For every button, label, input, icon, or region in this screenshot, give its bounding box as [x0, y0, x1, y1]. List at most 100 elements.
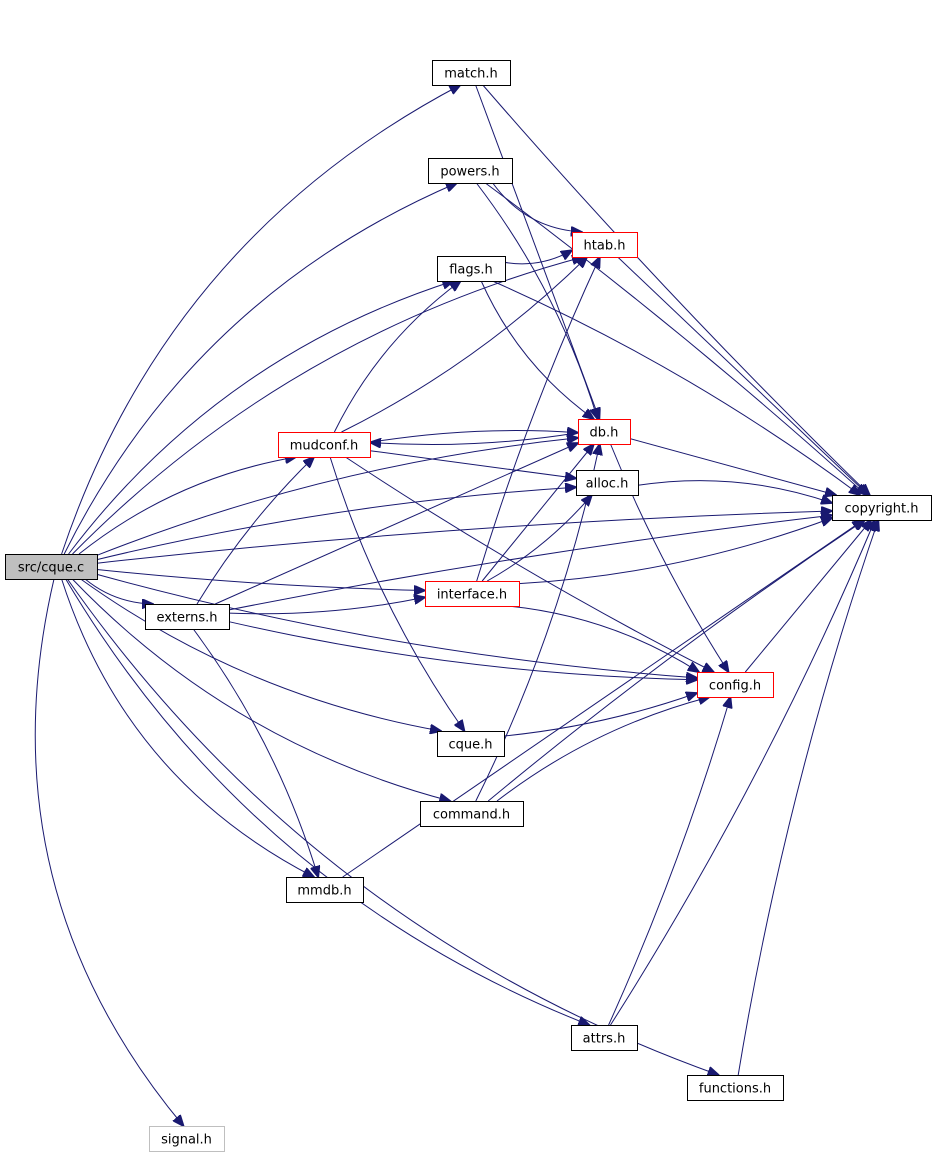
node-cque-h[interactable]: cque.h: [437, 731, 505, 757]
node-match-h[interactable]: match.h: [432, 60, 511, 86]
node-label: config.h: [709, 679, 761, 694]
edge-cque-c-to-db-h: [96, 438, 578, 556]
node-box: [578, 419, 631, 445]
edge-mudconf-h-to-cque-h: [329, 456, 464, 731]
node-label: mudconf.h: [290, 439, 359, 454]
node-box: [420, 801, 524, 827]
edge-interface-h-to-db-h: [481, 444, 594, 582]
edge-flags-h-to-copyright-h: [492, 280, 861, 495]
node-box: [145, 604, 230, 630]
node-label: mmdb.h: [297, 884, 351, 899]
edge-match-h-to-copyright-h: [482, 84, 870, 495]
edge-cque-c-to-mmdb-h: [61, 578, 314, 877]
edge-cque-c-to-externs-h: [84, 578, 153, 604]
node-externs-h[interactable]: externs.h: [145, 604, 230, 630]
edge-mudconf-h-to-htab-h: [341, 257, 588, 433]
node-box: [432, 60, 511, 86]
node-label: alloc.h: [586, 477, 629, 492]
node-signal-h[interactable]: signal.h: [149, 1126, 225, 1152]
edge-cque-c-to-mudconf-h: [78, 457, 296, 555]
edge-powers-h-to-copyright-h: [485, 182, 866, 495]
edge-cque-c-to-powers-h: [63, 183, 457, 555]
node-mudconf-h[interactable]: mudconf.h: [278, 432, 371, 458]
node-label: copyright.h: [845, 502, 919, 517]
node-box: [687, 1075, 784, 1101]
edge-flags-h-to-htab-h: [504, 250, 572, 265]
node-box: [437, 256, 506, 282]
edge-cque-h-to-config-h: [503, 693, 697, 737]
edge-externs-h-to-copyright-h: [228, 515, 832, 611]
edge-externs-h-to-db-h: [214, 443, 578, 605]
edge-externs-h-to-config-h: [228, 621, 697, 680]
edge-attrs-h-to-config-h: [608, 697, 731, 1026]
edge-flags-h-to-db-h: [480, 280, 594, 419]
node-interface-h[interactable]: interface.h: [425, 581, 520, 607]
node-command-h[interactable]: command.h: [420, 801, 524, 827]
node-label: match.h: [444, 67, 498, 82]
node-flags-h[interactable]: flags.h: [437, 256, 506, 282]
edge-mudconf-h-to-alloc-h: [369, 450, 576, 479]
edge-externs-h-to-mmdb-h: [192, 628, 318, 877]
node-config-h[interactable]: config.h: [697, 672, 774, 698]
edge-mmdb-h-to-copyright-h: [342, 520, 864, 878]
edge-interface-h-to-htab-h: [476, 257, 600, 582]
node-label: flags.h: [449, 263, 493, 278]
edge-interface-h-to-config-h: [508, 605, 699, 672]
edge-db-h-to-mudconf-h: [370, 432, 579, 445]
node-box: [286, 877, 364, 903]
node-label: attrs.h: [583, 1032, 626, 1047]
node-box: [571, 1025, 638, 1051]
edges: [34, 84, 878, 1126]
edge-externs-h-to-mudconf-h: [196, 457, 314, 605]
edge-cque-c-to-command-h: [71, 578, 450, 801]
node-functions-h[interactable]: functions.h: [687, 1075, 784, 1101]
node-htab-h[interactable]: htab.h: [572, 232, 638, 258]
node-box: [149, 1126, 225, 1152]
edge-cque-c-to-config-h: [96, 573, 697, 678]
edge-mudconf-h-to-flags-h: [333, 281, 460, 433]
node-label: functions.h: [699, 1082, 771, 1097]
node-label: powers.h: [440, 165, 499, 180]
edge-interface-h-to-alloc-h: [486, 495, 592, 582]
edge-mudconf-h-to-config-h: [345, 456, 713, 672]
node-label: signal.h: [161, 1133, 212, 1148]
edge-cque-c-to-attrs-h: [65, 578, 590, 1025]
edge-htab-h-to-copyright-h: [617, 256, 869, 495]
edge-cque-c-to-alloc-h: [96, 487, 576, 561]
node-label: htab.h: [584, 239, 626, 254]
node-box: [278, 432, 371, 458]
node-powers-h[interactable]: powers.h: [428, 158, 513, 184]
node-box: [428, 158, 513, 184]
node-box: [437, 731, 505, 757]
node-box: [425, 581, 520, 607]
node-label: db.h: [590, 426, 619, 441]
node-alloc-h[interactable]: alloc.h: [576, 470, 639, 496]
edge-interface-h-to-copyright-h: [518, 518, 832, 585]
node-copyright-h[interactable]: copyright.h: [832, 495, 932, 521]
edge-powers-h-to-db-h: [476, 182, 597, 419]
node-label: externs.h: [156, 611, 217, 626]
node-db-h[interactable]: db.h: [578, 419, 631, 445]
edge-alloc-h-to-copyright-h: [637, 480, 832, 503]
edge-config-h-to-copyright-h: [744, 520, 871, 673]
edge-cque-c-to-cque-h: [80, 578, 441, 731]
node-label: src/cque.c: [18, 561, 84, 576]
edge-cque-c-to-signal-h: [34, 578, 183, 1126]
node-attrs-h[interactable]: attrs.h: [571, 1025, 638, 1051]
edge-functions-h-to-copyright-h: [737, 520, 878, 1076]
node-box: [832, 495, 932, 521]
node-label: command.h: [433, 808, 510, 823]
edge-mudconf-h-to-db-h: [369, 431, 578, 443]
edge-attrs-h-to-copyright-h: [610, 520, 876, 1026]
edge-cque-c-to-copyright-h: [96, 511, 832, 564]
edge-cque-c-to-htab-h: [72, 257, 584, 555]
edge-cque-c-to-match-h: [61, 85, 461, 555]
node-box: [697, 672, 774, 698]
node-label: cque.h: [448, 738, 492, 753]
node-box: [572, 232, 638, 258]
node-mmdb-h[interactable]: mmdb.h: [286, 877, 364, 903]
node-cque-c[interactable]: src/cque.c: [5, 554, 98, 580]
edge-db-h-to-copyright-h: [629, 438, 836, 495]
node-box: [576, 470, 639, 496]
